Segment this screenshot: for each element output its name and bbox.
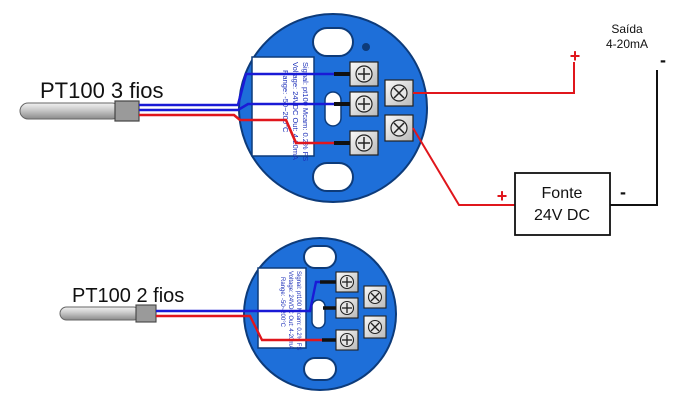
- terminal-column-right: [384, 79, 414, 142]
- mount-hole: [362, 43, 370, 51]
- transmitter-3-wire: Signal: pt100 Mcam: 0.2% FS Voltage: 24V…: [238, 13, 428, 203]
- mount-slot-top: [312, 27, 354, 57]
- label2-line-3: Range: -50~200°C: [279, 277, 285, 328]
- output-label-line-2: 4-20mA: [606, 37, 648, 51]
- power-supply-line-2: 24V DC: [534, 207, 590, 224]
- transmitter-label-card-2: Signal: pt100 Mcam: 0.2% FS Voltage: 24V…: [257, 267, 307, 350]
- output-label-line-1: Saída: [611, 22, 643, 36]
- power-supply: Fonte 24V DC: [514, 172, 611, 236]
- transmitter-label-card: Signal: pt100 Mcam: 0.2% FS Voltage: 24V…: [251, 56, 315, 161]
- power-supply-line-1: Fonte: [542, 185, 583, 202]
- pt100-probe-2-wire: [59, 304, 157, 323]
- label-line-1: Signal: pt100 Mcam: 0.2% FS: [301, 62, 310, 161]
- terminal-column-right-2: [363, 285, 387, 339]
- label-line-3: Range: -50~200°C: [281, 70, 290, 133]
- terminal-column-left: [349, 61, 379, 156]
- probe-wires-bottom: [156, 280, 322, 342]
- sensor-2-wire-label: PT100 2 fios: [72, 285, 184, 307]
- power-minus-sign: -: [620, 182, 626, 202]
- center-slot-2: [311, 299, 326, 329]
- mount-slot-bottom: [312, 162, 354, 192]
- probe-wires-top: [139, 72, 334, 145]
- center-slot: [324, 91, 342, 127]
- power-plus-sign: +: [497, 186, 508, 206]
- sensor-3-wire-label: PT100 3 fios: [40, 78, 164, 103]
- terminal-column-left-2: [335, 271, 359, 351]
- output-minus-sign: -: [660, 50, 666, 70]
- mount-slot-top-2: [303, 245, 337, 269]
- label-line-2: Voltage: 24VDC Out: 4-20mA: [291, 62, 300, 160]
- pt100-probe-3-wire: [19, 100, 140, 122]
- mount-slot-bottom-2: [303, 357, 337, 381]
- transmitter-2-wire: Signal: pt100 Mcam: 0.2% FS Voltage: 24V…: [243, 237, 397, 391]
- loop-wiring: [412, 62, 658, 206]
- output-plus-sign: +: [570, 46, 581, 66]
